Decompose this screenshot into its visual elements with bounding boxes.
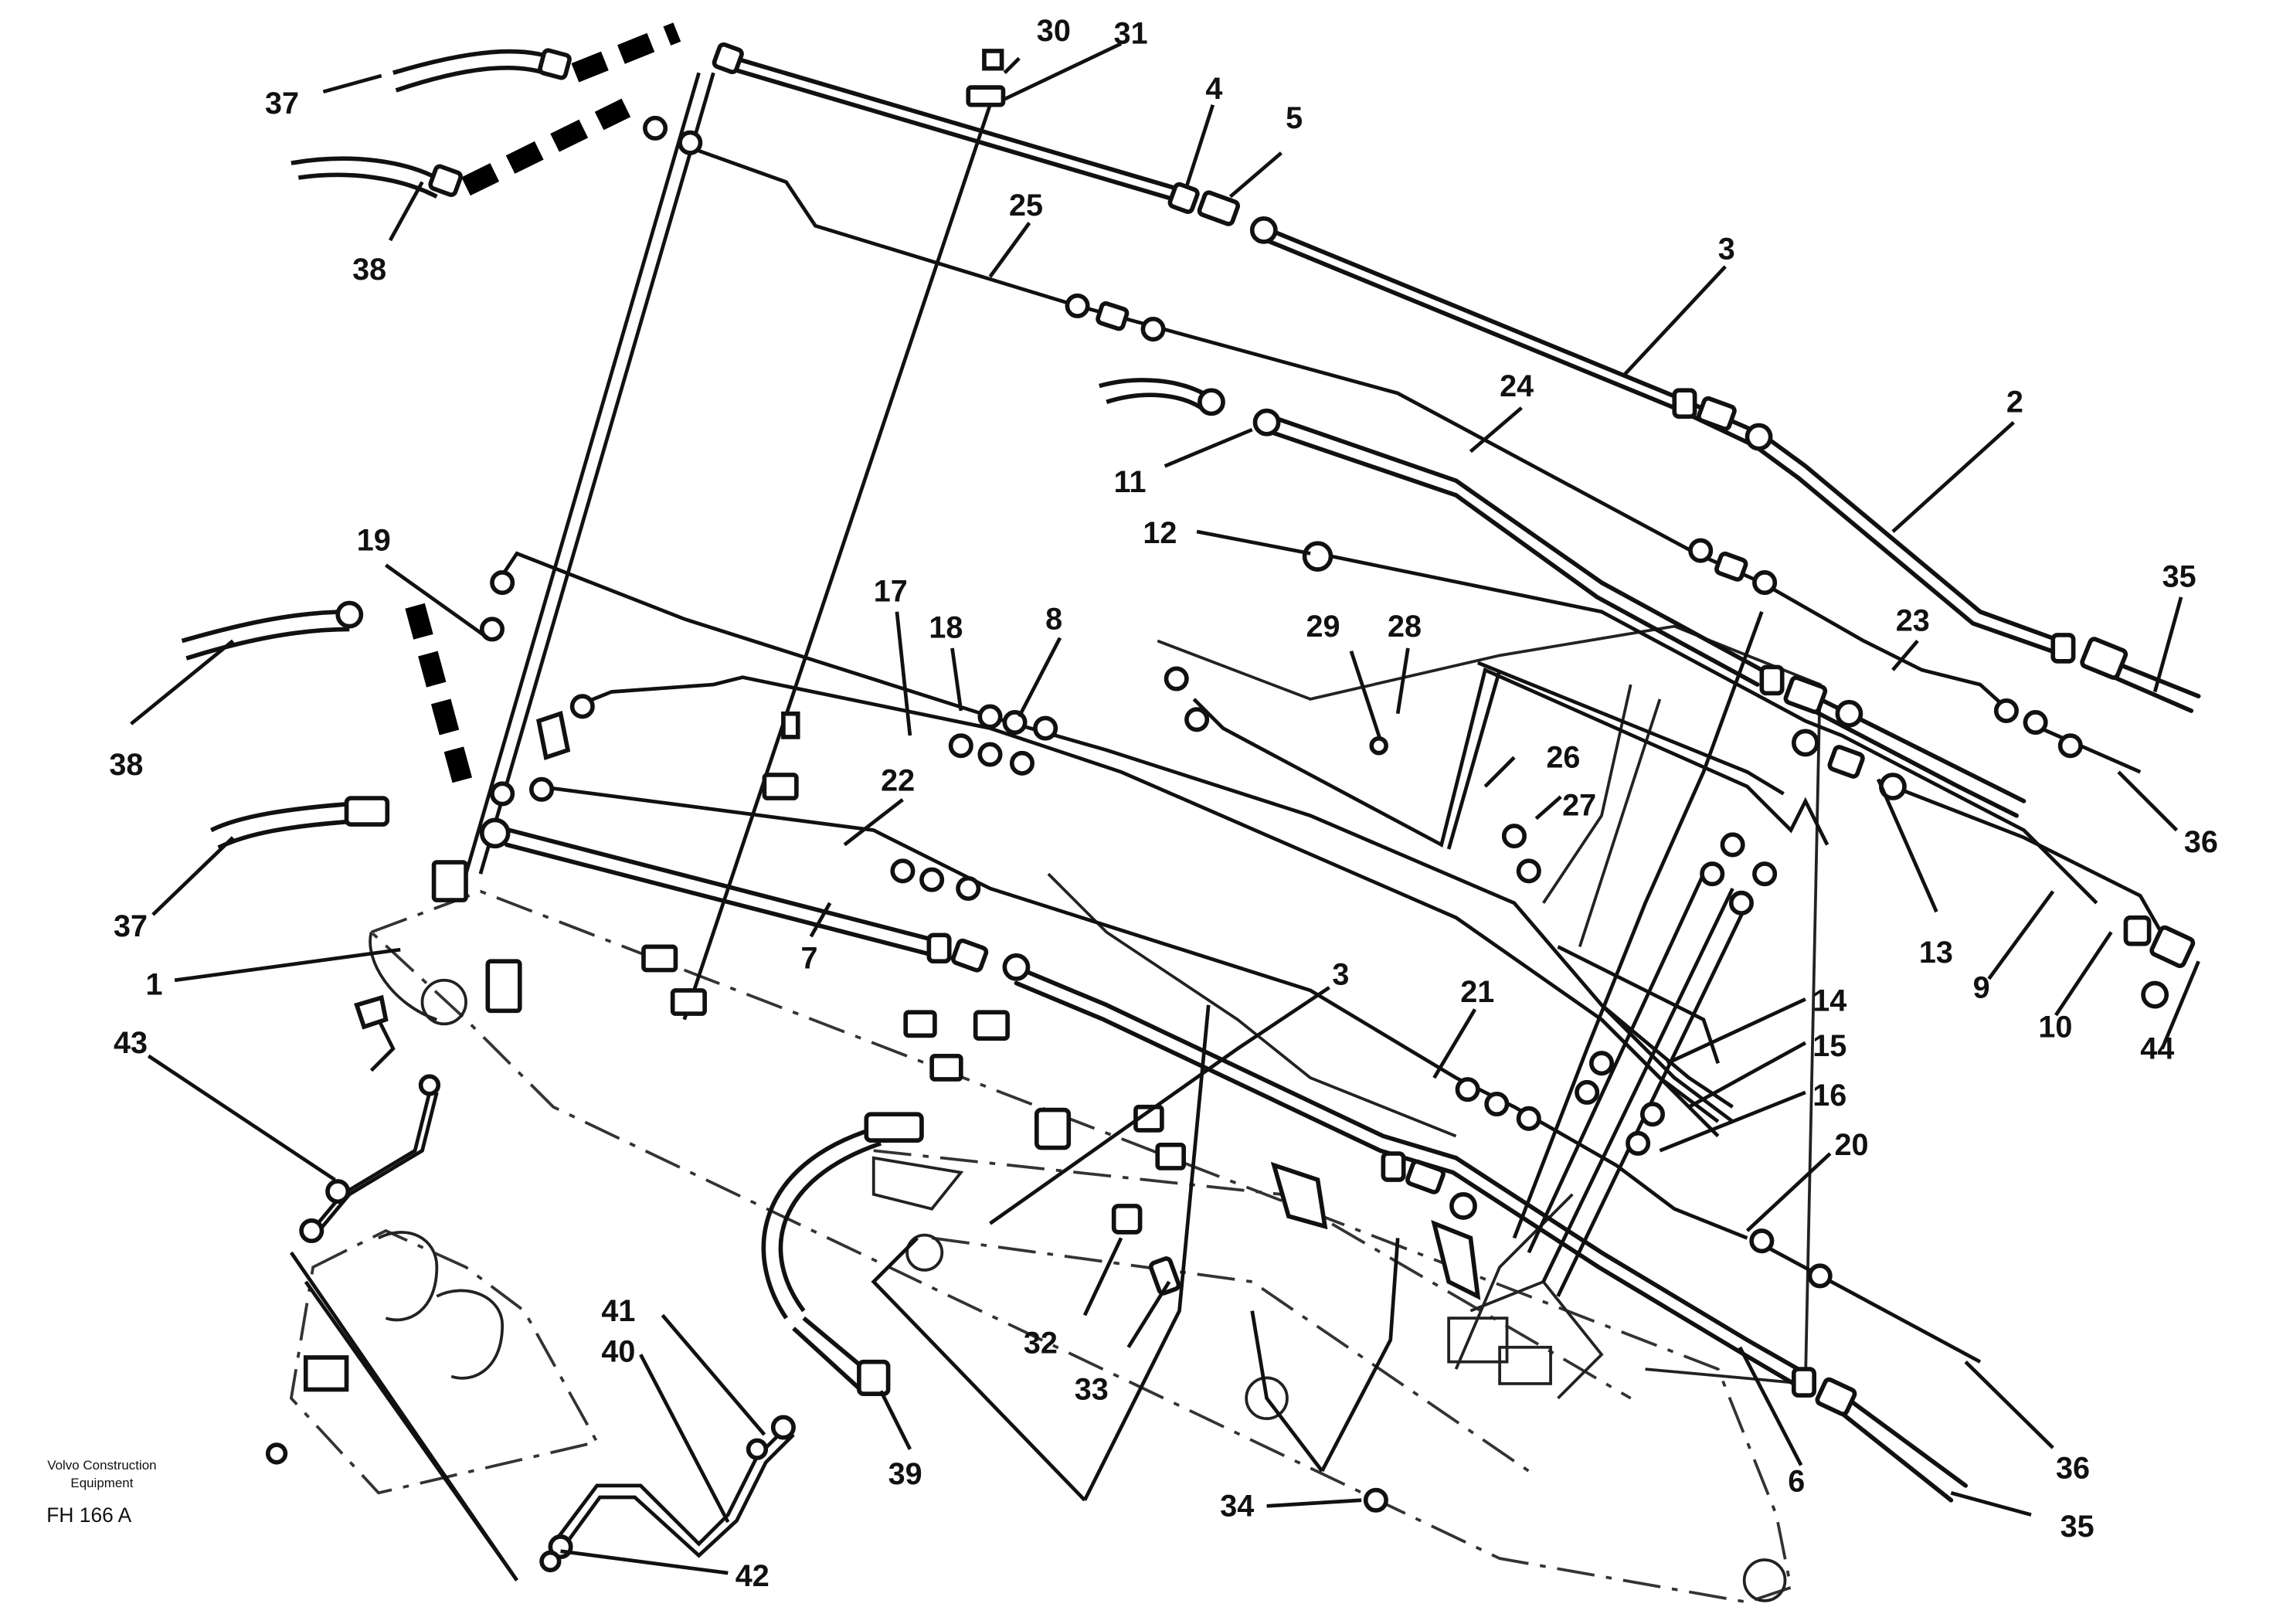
callout-29: 29 — [1306, 610, 1340, 644]
callout-43: 43 — [114, 1026, 148, 1060]
leader-lines — [130, 42, 2200, 1582]
callout-22: 22 — [881, 764, 915, 798]
callout-33: 33 — [1075, 1373, 1109, 1407]
credit-line-1: Volvo Construction — [47, 1458, 156, 1473]
callout-28: 28 — [1388, 610, 1422, 644]
callout-17: 17 — [874, 575, 908, 609]
callout-24: 24 — [1500, 369, 1534, 403]
callout-14: 14 — [1812, 984, 1846, 1018]
callout-42: 42 — [736, 1559, 769, 1593]
callout-6: 6 — [1788, 1464, 1805, 1498]
callout-15: 15 — [1812, 1029, 1846, 1063]
callout-11: 11 — [1114, 465, 1147, 499]
callout-8: 8 — [1045, 602, 1062, 636]
manufacturer-credit: Volvo Construction Equipment FH 166 A — [46, 1458, 156, 1527]
callout-31: 31 — [1114, 17, 1148, 51]
callout-37-top: 37 — [265, 87, 299, 121]
callout-23: 23 — [1896, 603, 1930, 637]
hose-break-markers — [405, 22, 681, 797]
callout-21: 21 — [1460, 975, 1494, 1009]
callout-40: 40 — [601, 1335, 635, 1369]
callout-36-lower: 36 — [2056, 1451, 2090, 1485]
callout-26: 26 — [1546, 740, 1580, 774]
callout-3-top: 3 — [1718, 233, 1735, 267]
callout-5: 5 — [1286, 101, 1303, 135]
callout-20: 20 — [1835, 1128, 1869, 1162]
callout-41: 41 — [601, 1294, 635, 1328]
pipe-lines — [304, 53, 2201, 1558]
callout-3-mid: 3 — [1332, 957, 1349, 991]
callout-9: 9 — [1973, 970, 1990, 1004]
credit-line-2: Equipment — [70, 1476, 133, 1490]
fittings — [265, 42, 2196, 1573]
callout-labels: 37 30 31 4 5 38 25 3 24 2 11 12 35 19 17… — [109, 14, 2218, 1593]
callout-13: 13 — [1919, 936, 1953, 970]
callout-1: 1 — [145, 968, 162, 1002]
callout-18: 18 — [929, 611, 963, 645]
callout-39: 39 — [888, 1457, 922, 1491]
callout-2: 2 — [2006, 386, 2023, 420]
callout-36-right: 36 — [2184, 825, 2218, 859]
callout-37-left: 37 — [114, 909, 148, 943]
callout-38-top: 38 — [352, 253, 386, 287]
callout-44: 44 — [2140, 1032, 2174, 1066]
callout-30: 30 — [1037, 14, 1071, 48]
callout-16: 16 — [1812, 1079, 1846, 1113]
callout-34: 34 — [1220, 1489, 1254, 1523]
callout-19: 19 — [357, 524, 391, 558]
callout-35-lower: 35 — [2060, 1510, 2094, 1544]
callout-35-right: 35 — [2162, 560, 2196, 594]
callout-27: 27 — [1562, 789, 1596, 823]
mounting-bracket — [289, 1228, 600, 1495]
callout-7: 7 — [801, 942, 818, 976]
callout-25: 25 — [1009, 189, 1043, 223]
figure-code: FH 166 A — [46, 1503, 131, 1527]
callout-10: 10 — [2038, 1010, 2072, 1044]
callout-4: 4 — [1205, 72, 1222, 106]
callout-38-left: 38 — [109, 748, 143, 782]
callout-12: 12 — [1143, 516, 1177, 550]
callout-32: 32 — [1024, 1326, 1058, 1360]
hoses — [181, 49, 1210, 1393]
